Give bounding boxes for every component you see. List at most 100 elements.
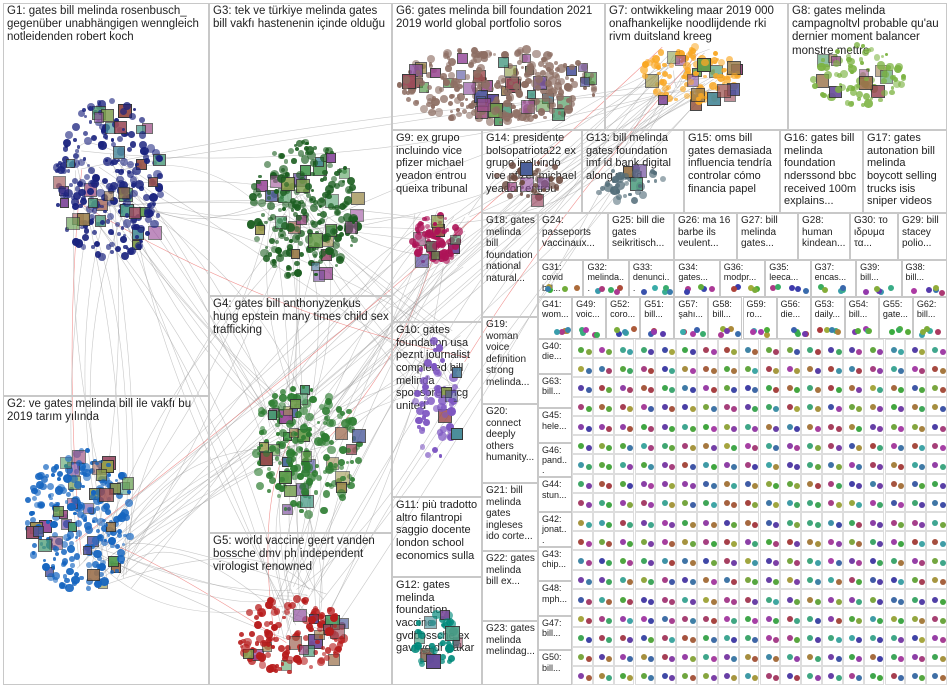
tiny-group[interactable] bbox=[864, 647, 885, 666]
small-group[interactable]: G51: bill... bbox=[640, 297, 674, 339]
group-g18[interactable]: G18: gates melinda bill foundation natio… bbox=[482, 213, 538, 317]
tiny-group[interactable] bbox=[864, 666, 885, 685]
tiny-group[interactable] bbox=[593, 493, 614, 512]
tiny-group[interactable] bbox=[655, 666, 676, 685]
tiny-group[interactable] bbox=[843, 647, 864, 666]
tiny-group[interactable] bbox=[718, 493, 739, 512]
tiny-group[interactable] bbox=[780, 416, 801, 435]
tiny-group[interactable] bbox=[676, 416, 697, 435]
tiny-group[interactable] bbox=[676, 666, 697, 685]
tiny-group[interactable] bbox=[572, 435, 593, 454]
tiny-group[interactable] bbox=[697, 454, 718, 473]
tiny-group[interactable] bbox=[864, 377, 885, 396]
tiny-group[interactable] bbox=[739, 589, 760, 608]
group-g24[interactable]: G24: passeports vaccinaux... bbox=[538, 213, 608, 260]
tiny-group[interactable] bbox=[593, 512, 614, 531]
tiny-group[interactable] bbox=[739, 493, 760, 512]
tiny-group[interactable] bbox=[614, 339, 635, 358]
tiny-group[interactable] bbox=[697, 589, 718, 608]
tiny-group[interactable] bbox=[885, 666, 906, 685]
tiny-group[interactable] bbox=[843, 550, 864, 569]
tiny-group[interactable] bbox=[760, 647, 781, 666]
small-group[interactable]: G44: stun... bbox=[538, 477, 572, 512]
tiny-group[interactable] bbox=[801, 416, 822, 435]
tiny-group[interactable] bbox=[885, 627, 906, 646]
tiny-group[interactable] bbox=[905, 531, 926, 550]
tiny-group[interactable] bbox=[697, 666, 718, 685]
tiny-group[interactable] bbox=[676, 570, 697, 589]
tiny-group[interactable] bbox=[760, 358, 781, 377]
tiny-group[interactable] bbox=[926, 493, 947, 512]
tiny-group[interactable] bbox=[843, 339, 864, 358]
tiny-group[interactable] bbox=[593, 358, 614, 377]
tiny-group[interactable] bbox=[822, 493, 843, 512]
tiny-group[interactable] bbox=[593, 570, 614, 589]
tiny-group[interactable] bbox=[697, 435, 718, 454]
tiny-group[interactable] bbox=[572, 416, 593, 435]
tiny-group[interactable] bbox=[843, 416, 864, 435]
tiny-group[interactable] bbox=[905, 435, 926, 454]
group-g22[interactable]: G22: gates melinda bill ex... bbox=[482, 551, 538, 621]
tiny-group[interactable] bbox=[718, 474, 739, 493]
tiny-group[interactable] bbox=[655, 647, 676, 666]
small-group[interactable]: G63: bill... bbox=[538, 374, 572, 409]
tiny-group[interactable] bbox=[801, 493, 822, 512]
small-group[interactable]: G46: pand... bbox=[538, 443, 572, 478]
small-group[interactable]: G39: bill... bbox=[856, 260, 901, 297]
tiny-group[interactable] bbox=[739, 627, 760, 646]
tiny-group[interactable] bbox=[822, 454, 843, 473]
tiny-group[interactable] bbox=[843, 435, 864, 454]
tiny-group[interactable] bbox=[760, 608, 781, 627]
tiny-group[interactable] bbox=[635, 454, 656, 473]
tiny-group[interactable] bbox=[864, 589, 885, 608]
tiny-group[interactable] bbox=[926, 416, 947, 435]
small-group[interactable]: G54: bill... bbox=[845, 297, 879, 339]
tiny-group[interactable] bbox=[739, 512, 760, 531]
small-group[interactable]: G50: bill... bbox=[538, 650, 572, 685]
tiny-group[interactable] bbox=[801, 589, 822, 608]
tiny-group[interactable] bbox=[905, 339, 926, 358]
tiny-group[interactable] bbox=[885, 435, 906, 454]
tiny-group[interactable] bbox=[676, 377, 697, 396]
tiny-group[interactable] bbox=[926, 570, 947, 589]
tiny-group[interactable] bbox=[718, 416, 739, 435]
tiny-group[interactable] bbox=[885, 608, 906, 627]
small-group[interactable]: G45: hele... bbox=[538, 408, 572, 443]
tiny-group[interactable] bbox=[718, 627, 739, 646]
tiny-group[interactable] bbox=[926, 627, 947, 646]
tiny-group[interactable] bbox=[843, 397, 864, 416]
tiny-group[interactable] bbox=[760, 454, 781, 473]
tiny-group[interactable] bbox=[739, 474, 760, 493]
tiny-group[interactable] bbox=[885, 647, 906, 666]
tiny-group[interactable] bbox=[843, 666, 864, 685]
tiny-group[interactable] bbox=[697, 377, 718, 396]
tiny-group[interactable] bbox=[718, 570, 739, 589]
tiny-group[interactable] bbox=[760, 397, 781, 416]
tiny-group[interactable] bbox=[739, 435, 760, 454]
tiny-group[interactable] bbox=[739, 570, 760, 589]
tiny-group[interactable] bbox=[780, 493, 801, 512]
tiny-group[interactable] bbox=[822, 627, 843, 646]
small-group[interactable]: G59: ro... bbox=[743, 297, 777, 339]
tiny-group[interactable] bbox=[780, 339, 801, 358]
tiny-group[interactable] bbox=[593, 454, 614, 473]
small-group[interactable]: G32: melinda... bbox=[583, 260, 628, 297]
group-g21[interactable]: G21: bill melinda gates ingleses ido cor… bbox=[482, 483, 538, 551]
tiny-group[interactable] bbox=[676, 550, 697, 569]
tiny-group[interactable] bbox=[593, 666, 614, 685]
tiny-group[interactable] bbox=[718, 454, 739, 473]
group-g27[interactable]: G27: bill melinda gates... bbox=[737, 213, 798, 260]
tiny-group[interactable] bbox=[905, 377, 926, 396]
tiny-group[interactable] bbox=[593, 435, 614, 454]
tiny-group[interactable] bbox=[780, 570, 801, 589]
tiny-group[interactable] bbox=[614, 608, 635, 627]
tiny-group[interactable] bbox=[905, 627, 926, 646]
tiny-group[interactable] bbox=[635, 512, 656, 531]
tiny-group[interactable] bbox=[926, 397, 947, 416]
tiny-group[interactable] bbox=[655, 589, 676, 608]
tiny-group[interactable] bbox=[635, 531, 656, 550]
tiny-group[interactable] bbox=[739, 377, 760, 396]
tiny-group[interactable] bbox=[760, 666, 781, 685]
tiny-group[interactable] bbox=[635, 377, 656, 396]
tiny-group[interactable] bbox=[843, 608, 864, 627]
